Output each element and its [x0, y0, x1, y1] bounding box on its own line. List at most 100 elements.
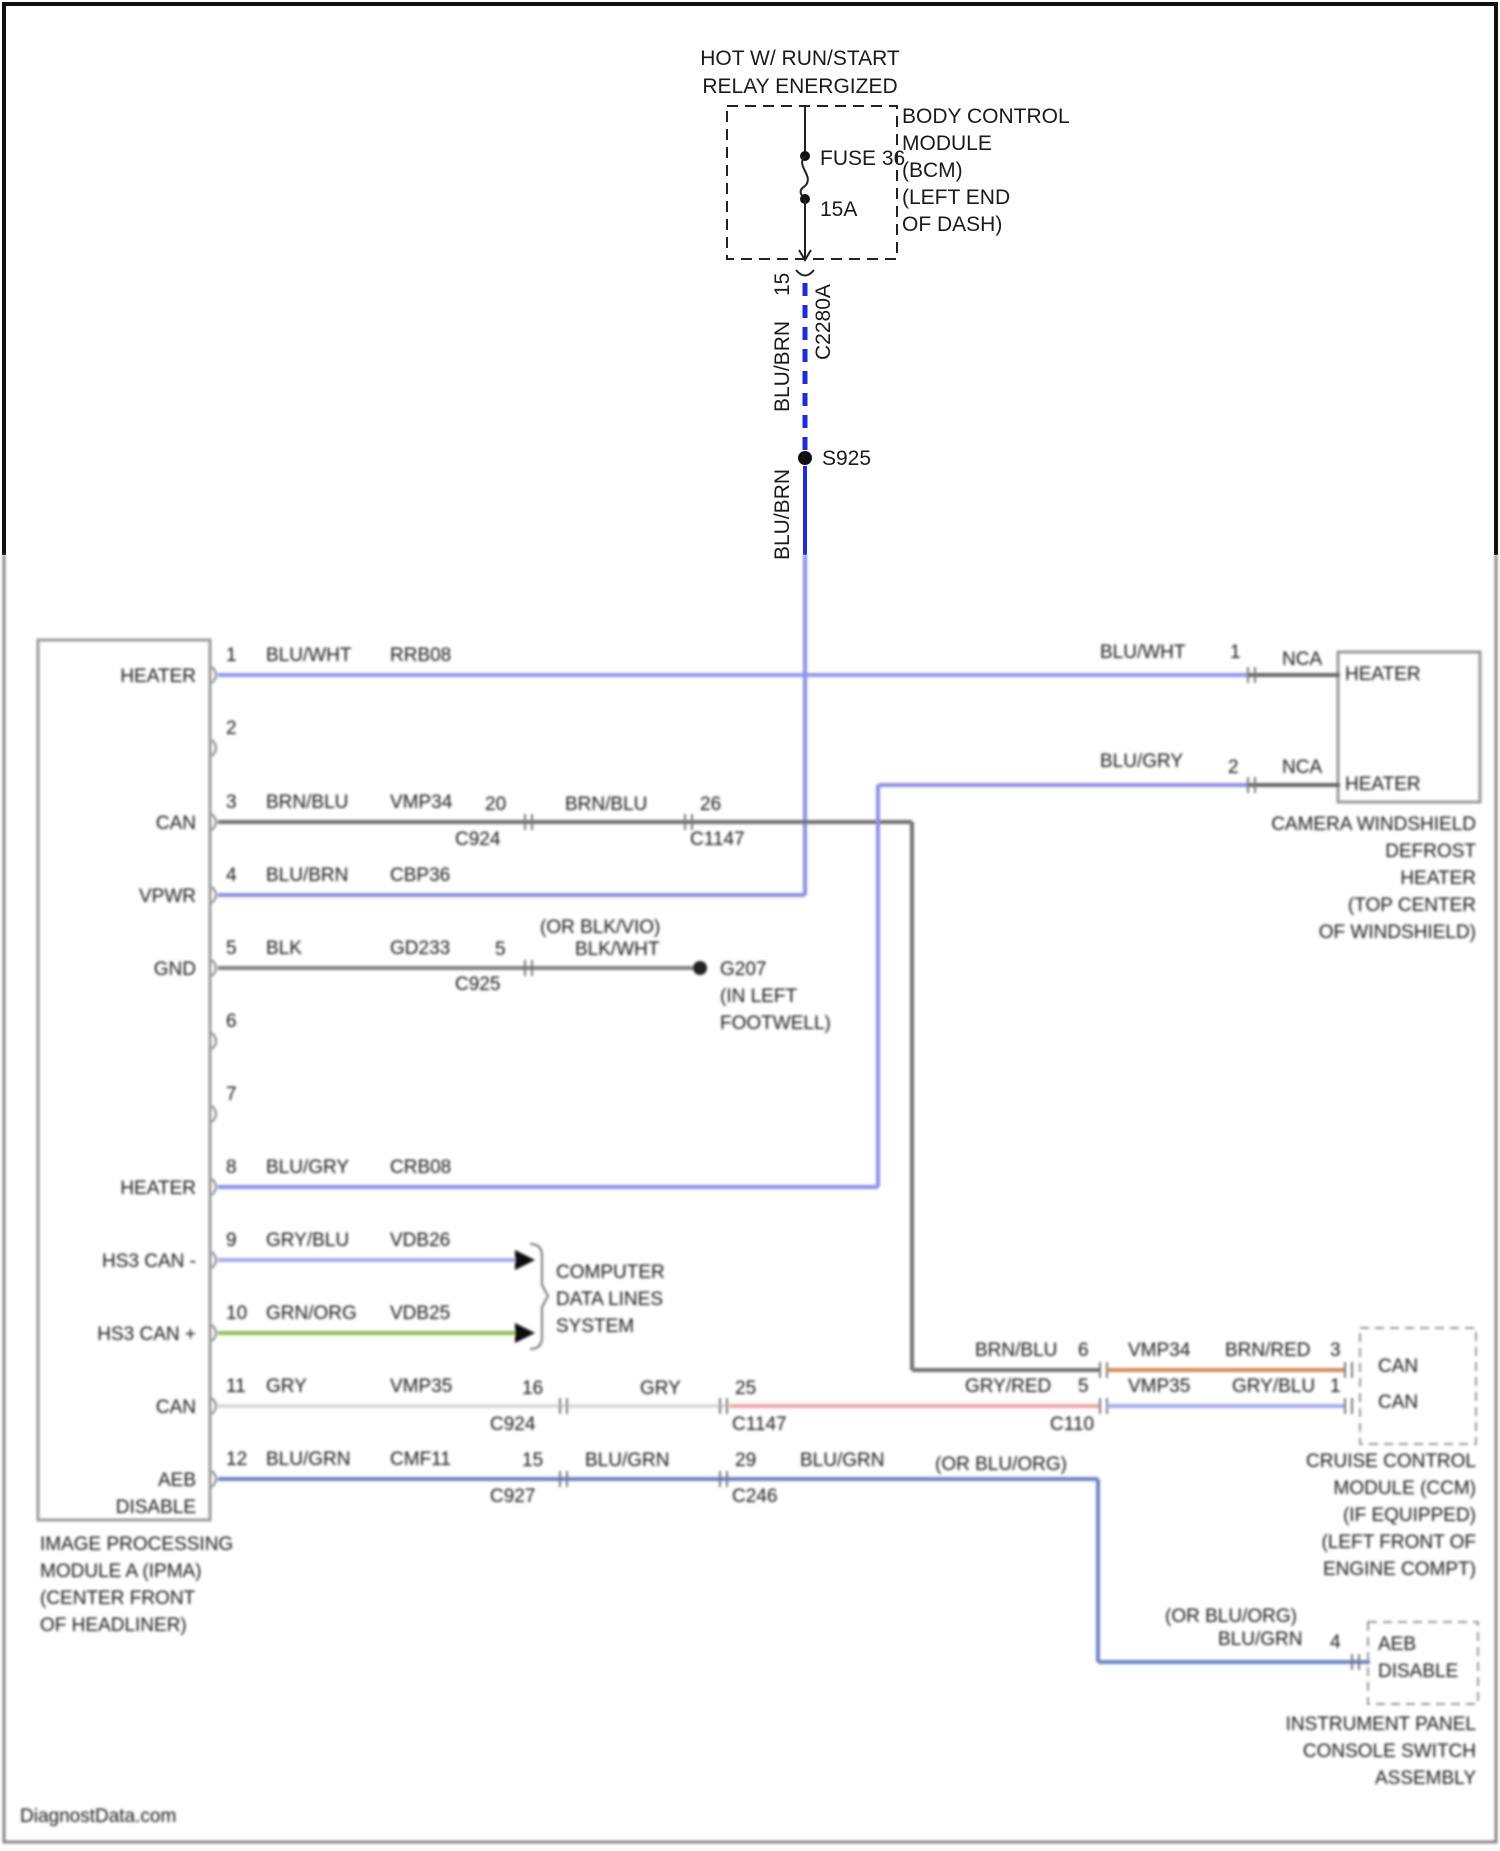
pin-connector-icon [212, 1106, 216, 1122]
bcm-label-1: BODY CONTROL [902, 105, 1070, 128]
ccm-name-5: ENGINE COMPT) [1323, 1559, 1476, 1580]
data-lines-2: DATA LINES [556, 1289, 663, 1310]
cam-name-2: DEFROST [1385, 841, 1476, 862]
cam-pin1-label: HEATER [1345, 664, 1421, 685]
pin-number: 10 [226, 1303, 247, 1324]
c11-conn-a: C924 [490, 1414, 536, 1435]
ccm-r2-circuit: VMP35 [1128, 1376, 1190, 1397]
ccm-conn: C110 [1050, 1414, 1094, 1435]
pin-number-15: 15 [771, 273, 794, 296]
pin-number: 1 [226, 645, 237, 666]
cam-name-5: OF WINDSHIELD) [1319, 922, 1476, 943]
pin-connector-icon [212, 1471, 216, 1487]
pin-wire-color: BLU/GRN [266, 1449, 350, 1470]
wire-color-upper: BLU/BRN [771, 321, 794, 412]
ccm-r1-wire-b: BRN/RED [1225, 1340, 1311, 1361]
connector-c2280a: C2280A [812, 284, 835, 360]
pin-circuit: CRB08 [390, 1157, 451, 1178]
c11-conn-b: C1147 [732, 1414, 787, 1435]
pin-circuit: GD233 [390, 938, 450, 959]
pin-label: CAN [156, 1397, 196, 1418]
ipcs-pin: 4 [1330, 1632, 1341, 1653]
c3-conn-b: C1147 [690, 829, 745, 850]
pin-number: 11 [226, 1376, 246, 1397]
pin-connector-icon [212, 1179, 216, 1195]
cam-pin1-num: 1 [1230, 642, 1241, 663]
c12-pin-b: 29 [735, 1450, 756, 1471]
ipcs-name-3: ASSEMBLY [1375, 1768, 1476, 1789]
cam-pin2-wire: BLU/GRY [1100, 751, 1183, 772]
cam-name-3: HEATER [1400, 868, 1476, 889]
c5-alt-2: BLK/WHT [575, 939, 660, 960]
inline-labels: 20 C924 BRN/BLU 26 C1147 5 C925 (OR BLK/… [455, 794, 1067, 1507]
ground-line-2: (IN LEFT [720, 986, 797, 1007]
pin-number: 3 [226, 792, 237, 813]
pin-number: 7 [226, 1084, 237, 1105]
pin-connector-icon [212, 667, 216, 683]
lower-diagram: IMAGE PROCESSING MODULE A (IPMA) (CENTER… [4, 555, 1496, 1842]
data-lines-1: COMPUTER [556, 1262, 665, 1283]
c5-conn: C925 [455, 974, 500, 995]
ipma-box [38, 640, 210, 1520]
cam-pin2-nca: NCA [1282, 757, 1322, 778]
bcm-box [727, 106, 897, 259]
pin-connector-icon [212, 960, 216, 976]
fuse-label: FUSE 36 [820, 147, 905, 170]
pin-number: 5 [226, 938, 237, 959]
splice-label: S925 [822, 447, 871, 470]
ipcs-name-1: INSTRUMENT PANEL [1286, 1714, 1476, 1735]
ccm-r1-pin-a: 6 [1078, 1340, 1089, 1361]
ipcs-name-2: CONSOLE SWITCH [1303, 1741, 1476, 1762]
ground-line-3: FOOTWELL) [720, 1013, 831, 1034]
ipma-pin-7: 7 [212, 1084, 237, 1122]
pin-number: 12 [226, 1449, 247, 1470]
pin-wire-color: GRY/BLU [266, 1230, 349, 1251]
c12-wire-c: BLU/GRN [800, 1450, 884, 1471]
c3-pin-b: 26 [700, 794, 721, 815]
c12-alt: (OR BLU/ORG) [935, 1454, 1067, 1475]
arrow-pin9-icon [515, 1250, 535, 1270]
arrow-pin10-icon [515, 1323, 535, 1343]
ccm-name-4: (LEFT FRONT OF [1322, 1532, 1476, 1553]
ipma-name-2: MODULE A (IPMA) [40, 1561, 202, 1582]
ccm-r2-label: CAN [1378, 1392, 1418, 1413]
c12-conn-a: C927 [490, 1486, 535, 1507]
ipma-pin-6: 6 [212, 1011, 237, 1049]
ccm-name-2: MODULE (CCM) [1334, 1478, 1477, 1499]
ccm-name-1: CRUISE CONTROL [1306, 1451, 1476, 1472]
hot-label-line2: RELAY ENERGIZED [702, 75, 897, 98]
cam-name-1: CAMERA WINDSHIELD [1271, 814, 1476, 835]
bcm-label-4: (LEFT END [902, 186, 1010, 209]
pin-circuit: CMF11 [390, 1449, 451, 1470]
pin-circuit: VMP35 [390, 1376, 452, 1397]
ipma-name: IMAGE PROCESSING MODULE A (IPMA) (CENTER… [40, 1534, 233, 1636]
cam-pin2-label: HEATER [1345, 774, 1421, 795]
ground-line-1: G207 [720, 959, 766, 980]
splice-s925 [798, 451, 812, 465]
ground-g207-icon [693, 961, 707, 975]
pin-circuit: VDB26 [390, 1230, 450, 1251]
c11-wire-b: GRY [640, 1378, 681, 1399]
pin-wire-color: GRY [266, 1376, 307, 1397]
pin-label: GND [154, 959, 196, 980]
ccm-box [1360, 1328, 1476, 1444]
bcm-label-3: (BCM) [902, 159, 963, 182]
cam-pin1-nca: NCA [1282, 649, 1322, 670]
c3-conn-a: C924 [455, 829, 501, 850]
ipma-pin-4: 4VPWRBLU/BRNCBP36 [139, 865, 450, 907]
c3-pin-a: 20 [485, 794, 506, 815]
c11-pin-b: 25 [735, 1378, 756, 1399]
pin-number: 9 [226, 1230, 237, 1251]
ipcs-label-2: DISABLE [1378, 1661, 1458, 1682]
ipma-name-1: IMAGE PROCESSING [40, 1534, 233, 1555]
pin-wire-color: BLK [266, 938, 302, 959]
wire-color-lower: BLU/BRN [771, 469, 794, 560]
c5-alt-1: (OR BLK/VIO) [540, 917, 660, 938]
camera-heater-name: CAMERA WINDSHIELD DEFROST HEATER (TOP CE… [1271, 814, 1476, 943]
pin-wire-color: BLU/BRN [266, 865, 348, 886]
c3-wire-b: BRN/BLU [565, 794, 647, 815]
